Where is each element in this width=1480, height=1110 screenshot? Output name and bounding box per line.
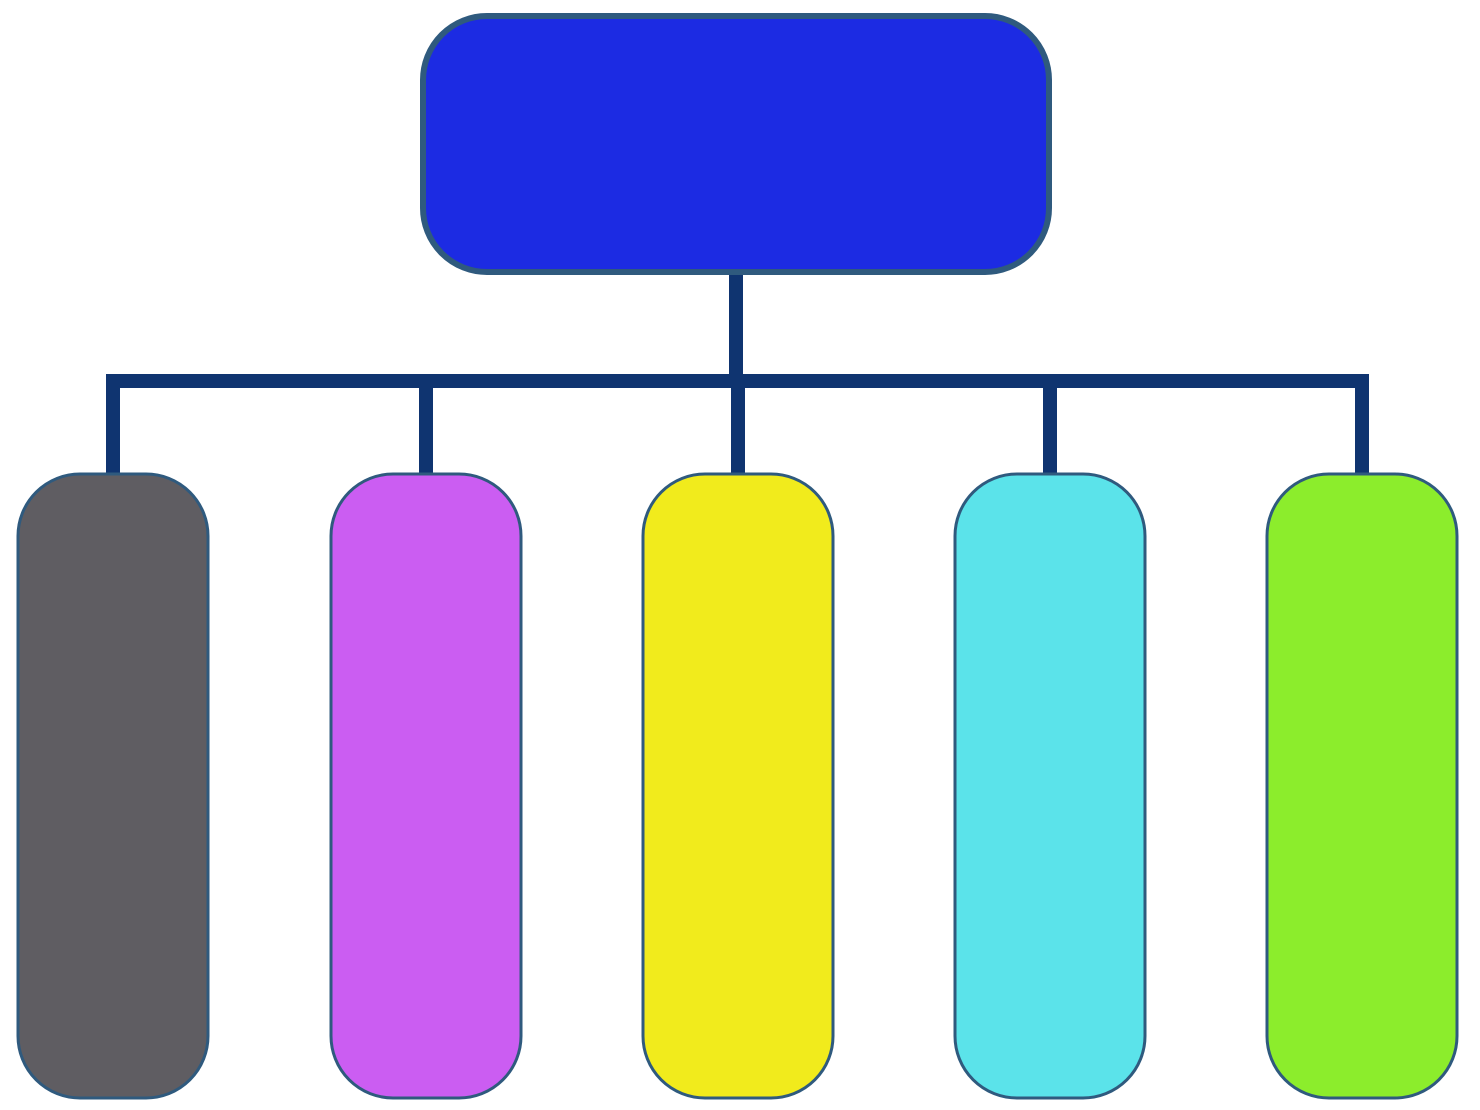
- child-box-purple: [329, 472, 523, 1100]
- child-box-cyan: [953, 472, 1147, 1100]
- diagram-boxes: [16, 13, 1459, 1100]
- root-box: [420, 13, 1052, 275]
- connector-lines: [106, 272, 1369, 478]
- child-box-gray: [16, 472, 210, 1100]
- child-box-green: [1265, 472, 1459, 1100]
- child-box-yellow: [641, 472, 835, 1100]
